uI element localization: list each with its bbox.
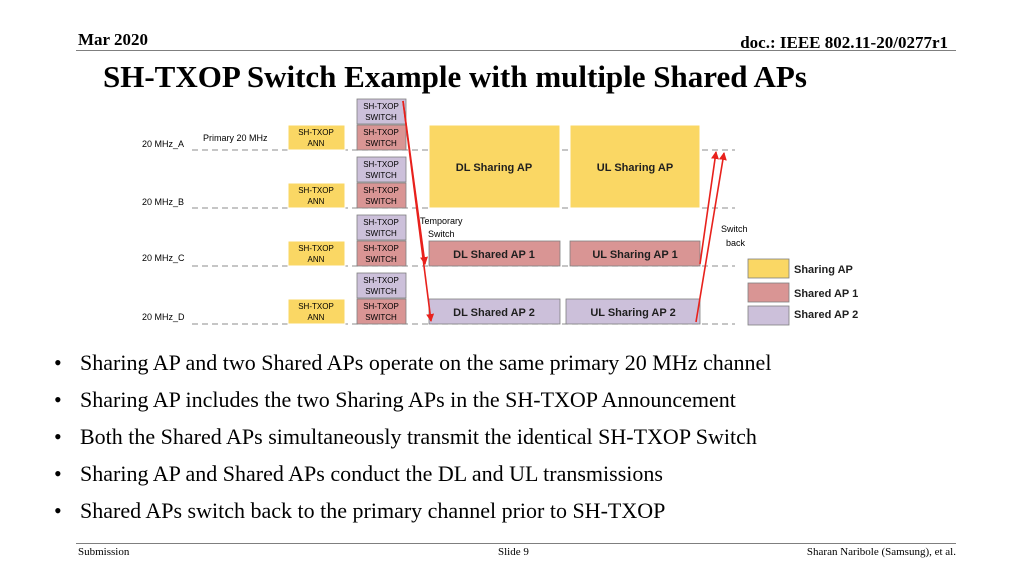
footer-slide-number: Slide 9	[498, 546, 529, 558]
bullet-list: Sharing AP and two Shared APs operate on…	[46, 344, 771, 529]
switch-text-b-l1: SH-TXOP	[363, 186, 399, 195]
ann-text-d2: ANN	[308, 313, 325, 322]
ann-blocks	[287, 124, 346, 325]
header-divider	[76, 50, 956, 51]
dl-sharing-ap-label: DL Sharing AP	[456, 162, 532, 174]
switch-block-b-lower	[356, 182, 407, 209]
switch-text-b-l2: SWITCH	[365, 197, 397, 206]
switch-back-label-1: Switch	[721, 224, 748, 234]
switch-text-c-l2: SWITCH	[365, 255, 397, 264]
bullet-item: Both the Shared APs simultaneously trans…	[46, 418, 771, 455]
switch-block-d-upper	[356, 272, 407, 299]
switch-text-c-l1: SH-TXOP	[363, 244, 399, 253]
switch-text-a-u2: SWITCH	[365, 113, 397, 122]
switch-block-c-lower	[356, 240, 407, 267]
legend-swatch-shared-ap1	[747, 282, 790, 303]
ann-text-c1: SH-TXOP	[298, 244, 334, 253]
dl-shared-ap2-label: DL Shared AP 2	[453, 307, 535, 319]
footer-divider	[76, 543, 956, 544]
ul-sharing-ap-label: UL Sharing AP	[597, 162, 673, 174]
switch-text-a-l2: SWITCH	[365, 139, 397, 148]
dl-shared-ap2-block	[428, 298, 561, 325]
ann-text-a1: SH-TXOP	[298, 128, 334, 137]
ann-text-b1: SH-TXOP	[298, 186, 334, 195]
switch-back-label-2: back	[726, 238, 746, 248]
switch-text-b-u2: SWITCH	[365, 171, 397, 180]
switch-text-a-u1: SH-TXOP	[363, 102, 399, 111]
switch-back-arrow-d	[695, 152, 727, 323]
switch-block-d-lower	[356, 298, 407, 325]
switch-text-d-u1: SH-TXOP	[363, 276, 399, 285]
footer-authors: Sharan Naribole (Samsung), et al.	[806, 546, 956, 558]
slide-title: SH-TXOP Switch Example with multiple Sha…	[103, 59, 807, 94]
ul-sharing-ap-block	[569, 124, 701, 209]
ann-text-b2: ANN	[308, 197, 325, 206]
legend: Sharing AP Shared AP 1 Shared AP 2	[747, 258, 858, 326]
channel-label-c: 20 MHz_C	[142, 253, 185, 263]
switch-block-c-upper	[356, 214, 407, 241]
ann-block-d	[287, 298, 346, 325]
switch-block-a-upper	[356, 98, 407, 125]
header-date: Mar 2020	[78, 30, 149, 49]
ann-text-c2: ANN	[308, 255, 325, 264]
switch-block-b-upper	[356, 156, 407, 183]
dl-shared-ap1-label: DL Shared AP 1	[453, 249, 535, 261]
legend-label-shared-ap1: Shared AP 1	[794, 288, 858, 300]
ul-sharing-ap1-block	[569, 240, 701, 267]
primary-channel-label: Primary 20 MHz	[203, 133, 268, 143]
ann-block-a	[287, 124, 346, 151]
ann-block-b	[287, 182, 346, 209]
switch-block-a-lower	[356, 124, 407, 151]
switch-text-c-u1: SH-TXOP	[363, 218, 399, 227]
dl-sharing-ap-block	[428, 124, 561, 209]
ann-text-d1: SH-TXOP	[298, 302, 334, 311]
ul-sharing-ap2-label: UL Sharing AP 2	[590, 307, 675, 319]
bullet-item: Sharing AP and two Shared APs operate on…	[46, 344, 771, 381]
legend-label-sharing-ap: Sharing AP	[794, 264, 853, 276]
switch-text-d-l2: SWITCH	[365, 313, 397, 322]
bullet-item: Sharing AP includes the two Sharing APs …	[46, 381, 771, 418]
transmission-blocks	[428, 124, 701, 325]
channel-label-d: 20 MHz_D	[142, 312, 185, 322]
temporary-switch-label-1: Temporary	[420, 216, 463, 226]
header-doc-id: doc.: IEEE 802.11-20/0277r1	[740, 33, 948, 52]
channel-label-b: 20 MHz_B	[142, 197, 184, 207]
channel-label-a: 20 MHz_A	[142, 139, 184, 149]
ul-sharing-ap2-block	[565, 298, 701, 325]
ul-sharing-ap1-label: UL Sharing AP 1	[592, 249, 677, 261]
legend-swatch-shared-ap2	[747, 305, 790, 326]
dl-shared-ap1-block	[428, 240, 561, 267]
switch-text-b-u1: SH-TXOP	[363, 160, 399, 169]
ann-block-c	[287, 240, 346, 267]
switch-text-a-l1: SH-TXOP	[363, 128, 399, 137]
switch-text-c-u2: SWITCH	[365, 229, 397, 238]
switch-arrows	[402, 100, 727, 323]
legend-swatch-sharing-ap	[747, 258, 790, 279]
bullet-item: Sharing AP and Shared APs conduct the DL…	[46, 455, 771, 492]
footer-submission: Submission	[78, 546, 130, 558]
switch-text-d-l1: SH-TXOP	[363, 302, 399, 311]
bullet-item: Shared APs switch back to the primary ch…	[46, 492, 771, 529]
temporary-switch-arrow-d	[402, 100, 435, 322]
switch-back-arrow-c	[699, 151, 719, 265]
legend-label-shared-ap2: Shared AP 2	[794, 309, 858, 321]
ann-text-a2: ANN	[308, 139, 325, 148]
switch-text-d-u2: SWITCH	[365, 287, 397, 296]
switch-blocks	[356, 98, 407, 325]
temporary-switch-label-2: Switch	[428, 229, 455, 239]
